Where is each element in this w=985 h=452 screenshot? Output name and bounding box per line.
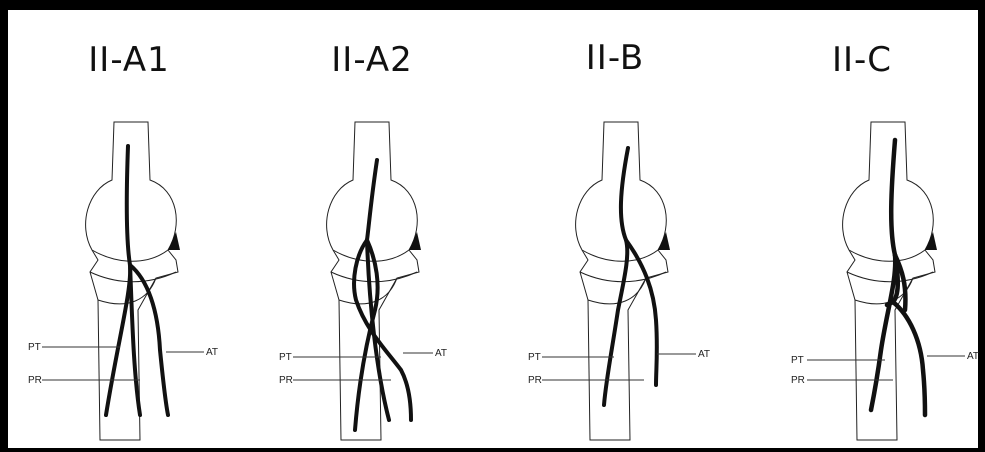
label-at: AT [967,351,979,362]
label-pt: PT [528,352,541,363]
leader-lines [42,347,204,380]
bone-outline [843,122,935,440]
label-pt: PT [279,352,292,363]
shaded-condyle [925,232,937,250]
panel-ii-a1: II-A1 PT PR AT [8,10,250,448]
label-at: AT [206,347,218,358]
label-pr: PR [791,375,805,386]
label-at: AT [698,349,710,360]
knee-diagram-ii-a2: PT PR AT [251,10,493,448]
panel-ii-a2: II-A2 PT PR AT [251,10,493,448]
figure-canvas: II-A1 PT PR AT II-A [8,10,978,448]
label-pt: PT [28,342,41,353]
knee-diagram-ii-a1: PT PR AT [8,10,250,448]
leader-lines [807,356,965,380]
knee-diagram-ii-c: PT PR AT [737,10,979,448]
label-pr: PR [28,375,42,386]
label-pr: PR [279,375,293,386]
label-pt: PT [791,355,804,366]
vessel-paths [871,140,925,415]
label-pr: PR [528,375,542,386]
shaded-condyle [168,232,180,250]
shaded-condyle [409,232,421,250]
panel-ii-b: II-B PT PR AT [494,10,736,448]
knee-diagram-ii-b: PT PR AT [494,10,736,448]
panel-ii-c: II-C PT PR AT [737,10,979,448]
bone-outline [327,122,419,440]
vessel-paths [354,160,411,430]
shaded-condyle [658,232,670,250]
leader-lines [542,354,696,380]
vessel-paths [604,148,657,405]
label-at: AT [435,348,447,359]
